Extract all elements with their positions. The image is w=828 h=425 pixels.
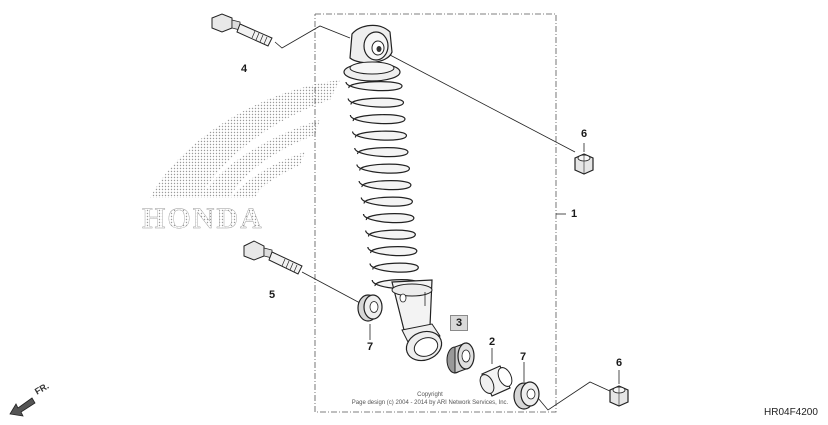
honda-wordmark: HONDA [142, 202, 264, 235]
spring-coil [347, 97, 405, 108]
lower-mount-eye [401, 323, 443, 362]
copyright-line-1: Copyright [417, 392, 443, 398]
bushing-3 [446, 342, 475, 374]
nut-6-lower [609, 385, 629, 407]
spring-coil [349, 114, 406, 125]
spring-coil [345, 81, 403, 92]
copyright-notice: Copyright Page design (c) 2004 - 2014 by… [320, 391, 540, 407]
wing-shape [150, 80, 340, 198]
callout-3-highlighted: 3 [450, 315, 468, 331]
callout-5: 5 [269, 289, 276, 301]
damper-body [391, 279, 433, 331]
spring-coil [365, 229, 416, 240]
nut-6-upper [574, 153, 594, 175]
spring-coil [362, 213, 415, 224]
callout-6-lower: 6 [616, 357, 623, 369]
bushing-7-left [357, 294, 383, 322]
front-direction-arrow-icon [9, 397, 36, 417]
bolt-5 [243, 240, 303, 275]
diagram-code: HR04F4200 [764, 407, 818, 418]
spring-coil [360, 196, 413, 207]
spring-coil [351, 130, 408, 141]
honda-logo-watermark: HONDA [142, 80, 340, 235]
callout-1: 1 [571, 208, 578, 220]
callout-7-left: 7 [367, 341, 374, 353]
callout-2: 2 [489, 336, 496, 348]
copyright-line-2: Page design (c) 2004 - 2014 by ARI Netwo… [351, 400, 509, 406]
coil-spring [345, 81, 421, 290]
spring-coil [356, 163, 411, 174]
callout-7-right: 7 [520, 351, 527, 363]
collar-2 [479, 365, 513, 397]
spring-coil [367, 246, 418, 257]
spring-coil [354, 147, 409, 158]
bolt-4 [211, 13, 273, 47]
callout-6-upper: 6 [581, 128, 588, 140]
spring-coil [358, 180, 412, 191]
callout-4: 4 [241, 63, 248, 75]
upper-mount-eye [349, 24, 393, 64]
spring-coil [369, 262, 419, 273]
bushing-7-right [513, 381, 540, 410]
